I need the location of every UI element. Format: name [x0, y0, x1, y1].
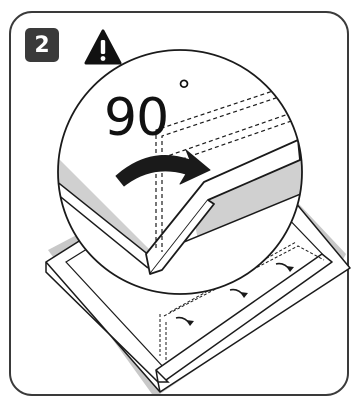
step-number-badge: 2 [25, 28, 59, 62]
angle-degree-symbol: ° [177, 74, 201, 108]
